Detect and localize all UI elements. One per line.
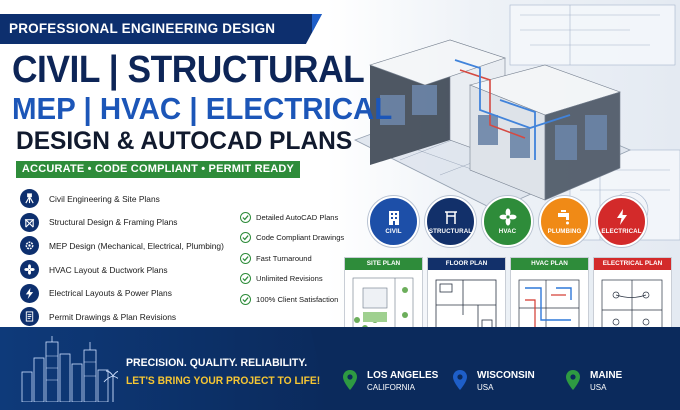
- plan-title: HVAC PLAN: [511, 258, 588, 270]
- check-item: Code Compliant Drawings: [240, 228, 370, 249]
- category-plumbing: PLUMBING: [539, 196, 590, 247]
- category-label: CIVIL: [385, 228, 402, 235]
- crane-icon: [444, 211, 457, 224]
- map-pin-icon: [453, 370, 467, 390]
- top-banner: PROFESSIONAL ENGINEERING DESIGN SERVICES: [0, 14, 322, 44]
- category-label: HVAC: [498, 228, 517, 235]
- gear-icon: [20, 236, 39, 256]
- service-label: Civil Engineering & Site Plans: [49, 193, 160, 204]
- service-label: Electrical Layouts & Power Plans: [49, 288, 172, 299]
- service-item: Electrical Layouts & Power Plans: [20, 281, 240, 305]
- checkmark-icon: [240, 293, 251, 305]
- service-item: MEP Design (Mechanical, Electrical, Plum…: [20, 234, 240, 258]
- check-item: Detailed AutoCAD Plans: [240, 207, 370, 228]
- document-icon: [20, 307, 39, 327]
- faucet-icon: [557, 210, 569, 225]
- check-label: Detailed AutoCAD Plans: [256, 212, 339, 222]
- fan-icon: [499, 208, 516, 226]
- location-name: MAINE: [590, 370, 623, 381]
- services-list: Civil Engineering & Site Plans Structura…: [20, 187, 240, 329]
- surveyor-tripod-icon: [20, 189, 39, 209]
- location-region: CALIFORNIA: [367, 383, 416, 392]
- check-label: 100% Client Satisfaction: [256, 294, 339, 304]
- slogan-primary: PRECISION. QUALITY. RELIABILITY.: [126, 357, 308, 369]
- check-item: Unlimited Revisions: [240, 269, 370, 290]
- category-structural: STRUCTURAL: [425, 196, 476, 247]
- service-item: Structural Design & Framing Plans: [20, 211, 240, 235]
- category-electrical: ELECTRICAL: [596, 196, 647, 247]
- plan-title: SITE PLAN: [345, 258, 422, 270]
- location-name: LOS ANGELES: [367, 370, 439, 381]
- category-civil: CIVIL: [368, 196, 419, 247]
- tagline-bar: ACCURATE • CODE COMPLIANT • PERMIT READY: [16, 161, 300, 178]
- category-hvac: HVAC: [482, 196, 533, 247]
- banner-accent: [312, 14, 322, 44]
- location-name: WISCONSIN: [477, 370, 535, 381]
- banner-text: PROFESSIONAL ENGINEERING DESIGN SERVICES: [9, 21, 276, 66]
- service-label: HVAC Layout & Ductwork Plans: [49, 264, 168, 275]
- location-los-angeles: LOS ANGELES CALIFORNIA: [343, 370, 438, 393]
- location-wisconsin: WISCONSIN USA: [453, 370, 535, 393]
- service-label: Structural Design & Framing Plans: [49, 217, 178, 228]
- checkmark-icon: [240, 211, 251, 223]
- check-label: Code Compliant Drawings: [256, 233, 345, 243]
- footer-slogan-panel: [0, 327, 330, 410]
- headline-civil-structural: CIVIL | STRUCTURAL: [12, 49, 365, 91]
- map-pin-icon: [343, 370, 357, 390]
- plan-title: FLOOR PLAN: [428, 258, 505, 270]
- lightning-icon: [616, 209, 627, 225]
- check-label: Fast Turnaround: [256, 253, 312, 263]
- slogan-secondary: LET'S BRING YOUR PROJECT TO LIFE!: [126, 375, 321, 387]
- fan-icon: [20, 260, 39, 280]
- check-item: Fast Turnaround: [240, 248, 370, 269]
- category-label: STRUCTURAL: [428, 228, 473, 235]
- service-item: HVAC Layout & Ductwork Plans: [20, 258, 240, 282]
- benefits-checklist: Detailed AutoCAD Plans Code Compliant Dr…: [240, 207, 370, 310]
- headline-design-autocad: DESIGN & AUTOCAD PLANS: [16, 127, 353, 155]
- city-skyline-illustration: [21, 336, 118, 402]
- plan-title: ELECTRICAL PLAN: [594, 258, 671, 270]
- location-region: USA: [477, 383, 494, 392]
- checkmark-icon: [240, 232, 251, 244]
- service-item: Permit Drawings & Plan Revisions: [20, 305, 240, 329]
- beam-icon: [20, 212, 39, 232]
- building-icon: [388, 211, 399, 225]
- service-label: MEP Design (Mechanical, Electrical, Plum…: [49, 240, 224, 251]
- checkmark-icon: [240, 252, 251, 264]
- checkmark-icon: [240, 273, 251, 285]
- service-label: Permit Drawings & Plan Revisions: [49, 311, 177, 322]
- headline-mep-hvac-electrical: MEP | HVAC | ELECTRICAL: [12, 91, 393, 126]
- location-maine: MAINE USA: [566, 370, 622, 393]
- category-label: ELECTRICAL: [601, 228, 642, 235]
- location-region: USA: [590, 383, 607, 392]
- check-item: 100% Client Satisfaction: [240, 289, 370, 310]
- lightning-icon: [20, 283, 39, 303]
- service-item: Civil Engineering & Site Plans: [20, 187, 240, 211]
- electrical-plan-drawing: [601, 279, 663, 337]
- category-label: PLUMBING: [547, 228, 582, 235]
- map-pin-icon: [566, 370, 580, 390]
- check-label: Unlimited Revisions: [256, 274, 323, 284]
- category-badges: CIVIL STRUCTURAL HVAC PLUMBING ELECTRICA…: [368, 196, 647, 247]
